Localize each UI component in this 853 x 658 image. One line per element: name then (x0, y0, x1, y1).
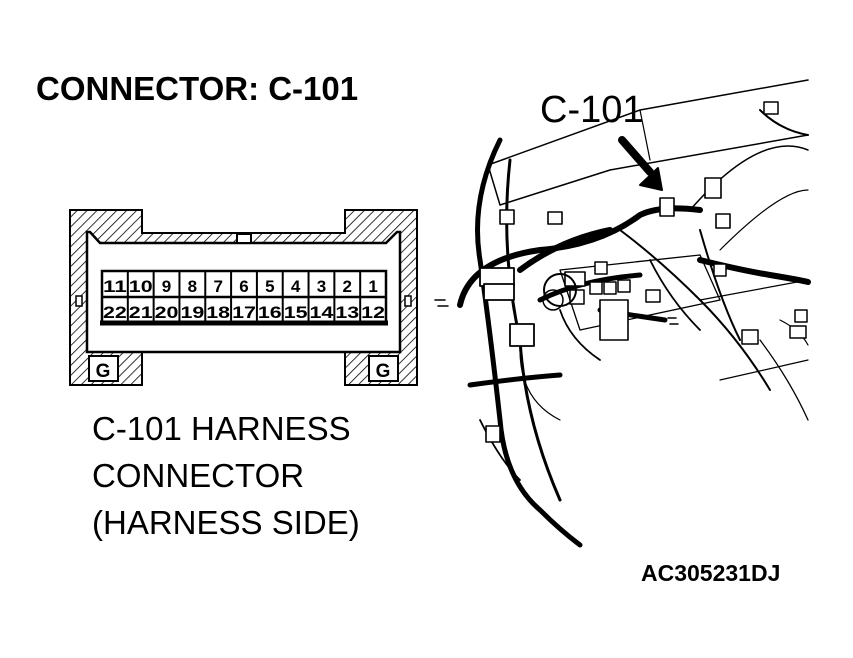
pin-top-9: 9 (162, 277, 171, 296)
pin-top-6: 6 (239, 277, 248, 296)
pin-top-1: 1 (368, 277, 377, 296)
ground-label-left: G (96, 361, 111, 382)
pin-top-10: 10 (129, 277, 153, 296)
pin-bottom-13: 13 (335, 303, 359, 322)
caption-line-3: (HARNESS SIDE) (92, 503, 360, 541)
pin-bottom-21: 21 (129, 303, 153, 322)
caption-line-2: CONNECTOR (92, 456, 305, 494)
ground-box-right (368, 355, 399, 382)
pin-bottom-12: 12 (361, 303, 385, 322)
pin-top-5: 5 (265, 277, 274, 296)
pin-bottom-14: 14 (310, 303, 334, 322)
pin-bottom-20: 20 (155, 303, 179, 322)
pin-top-11: 11 (103, 277, 127, 296)
ground-label-right: G (376, 361, 391, 382)
pin-top-7: 7 (213, 277, 222, 296)
pin-bottom-17: 17 (232, 303, 256, 322)
diagram-title: CONNECTOR: C-101 (36, 70, 359, 107)
ground-box-left (88, 355, 119, 382)
caption-line-1: C-101 HARNESS (92, 410, 351, 447)
pin-top-3: 3 (317, 277, 326, 296)
pin-bottom-22: 22 (103, 303, 127, 322)
connector-latch (236, 233, 252, 244)
pin-bottom-15: 15 (284, 303, 308, 322)
pin-bottom-18: 18 (206, 303, 230, 322)
pin-bottom-16: 16 (258, 303, 282, 322)
pin-top-8: 8 (188, 277, 197, 296)
callout-label: C-101 (540, 89, 644, 131)
pin-bottom-19: 19 (180, 303, 204, 322)
connector-caption: C-101 HARNESS CONNECTOR (HARNESS SIDE) (92, 406, 422, 547)
figure-code: AC305231DJ (641, 560, 781, 586)
pin-top-4: 4 (291, 277, 301, 296)
pin-top-2: 2 (343, 277, 352, 296)
